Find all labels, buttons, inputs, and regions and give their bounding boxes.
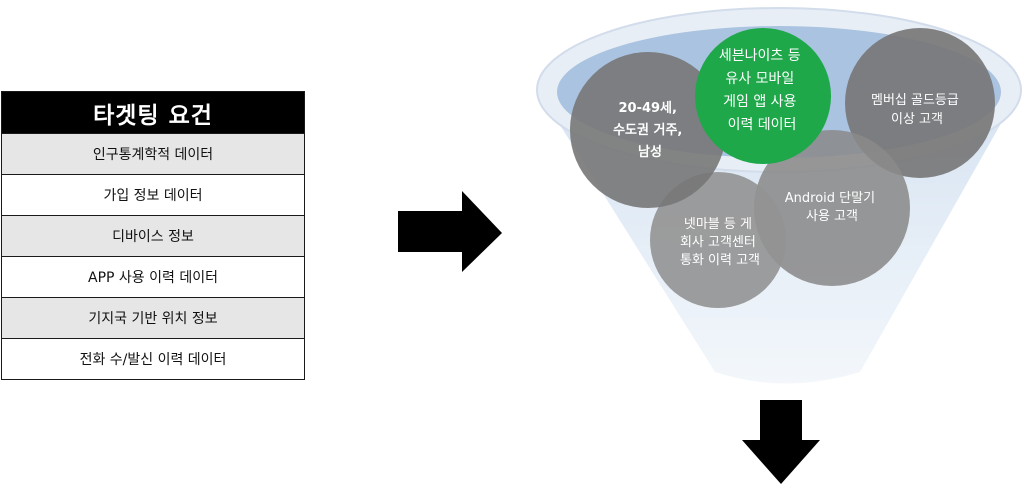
table-row: 디바이스 정보 xyxy=(2,215,304,256)
table-row: 전화 수/발신 이력 데이터 xyxy=(2,338,304,379)
call-history-label: 넷마블 등 게 회사 고객센터 통화 이력 고객 xyxy=(680,217,760,268)
demographic-label: 20-49세, 수도권 거주, 남성 xyxy=(613,101,687,160)
bubble-android xyxy=(754,130,910,286)
table-row: 기지국 기반 위치 정보 xyxy=(2,297,304,338)
android-label: Android 단말기 사용 고객 xyxy=(785,191,879,224)
membership-label: 멤버십 골드등급 이상 고객 xyxy=(871,93,963,127)
bubble-membership xyxy=(845,28,995,178)
bubble-demographic xyxy=(570,52,726,208)
table-title: 타겟팅 요건 xyxy=(2,92,304,133)
down-arrow-icon xyxy=(742,400,820,484)
right-arrow-icon xyxy=(398,191,502,272)
bubble-game-app xyxy=(695,28,831,164)
table-row: 가입 정보 데이터 xyxy=(2,174,304,215)
targeting-requirements-table: 타겟팅 요건 인구통계학적 데이터 가입 정보 데이터 디바이스 정보 APP … xyxy=(1,91,305,380)
table-row: APP 사용 이력 데이터 xyxy=(2,256,304,297)
bubble-call-history xyxy=(650,172,786,308)
table-row: 인구통계학적 데이터 xyxy=(2,133,304,174)
game-app-label: 세븐나이츠 등 유사 모바일 게임 앱 사용 이력 데이터 xyxy=(719,48,805,133)
